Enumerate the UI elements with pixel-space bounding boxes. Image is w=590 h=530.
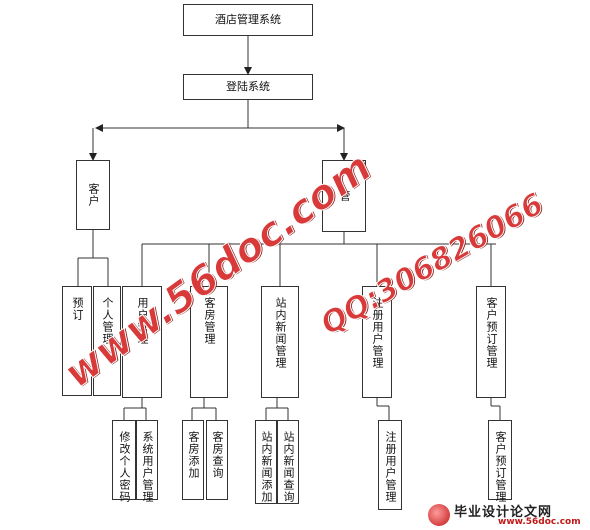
logo-title: 毕业设计论文网 — [454, 505, 553, 520]
node-label: 修改个人密码 — [118, 431, 131, 503]
node-customer: 客户 — [76, 160, 110, 230]
node-label: 个人管理 — [101, 297, 114, 345]
node-registered-user-management: 注册用户管理 — [362, 286, 392, 398]
node-label: 酒店管理系统 — [215, 13, 281, 26]
node-room-management: 客房管理 — [190, 286, 228, 398]
node-room-add: 客房添加 — [182, 420, 204, 500]
node-label: 系统用户管理 — [141, 431, 154, 503]
node-label: 客房查询 — [211, 431, 224, 479]
node-user-management: 用户管理 — [122, 286, 162, 398]
node-hotel-management-system: 酒店管理系统 — [183, 4, 313, 36]
node-label: 站内新闻管理 — [274, 297, 287, 369]
node-customer-booking-management-leaf: 客户预订管理 — [488, 420, 512, 503]
node-label: 注册用户管理 — [384, 431, 397, 503]
node-room-query: 客房查询 — [206, 420, 228, 500]
site-logo: 毕业设计论文网 www.56doc.com — [424, 500, 590, 530]
node-label: 管 — [338, 190, 351, 202]
node-booking: 预订 — [62, 286, 92, 396]
node-label: 站内新闻查询 — [282, 431, 295, 503]
node-label: 客户预订管理 — [485, 297, 498, 369]
node-label: 站内新闻添加 — [260, 431, 273, 503]
node-label: 预订 — [71, 297, 84, 321]
node-login-system: 登陆系统 — [183, 74, 313, 100]
node-label: 客户 — [87, 183, 100, 207]
logo-emblem-icon — [428, 504, 450, 526]
node-news-add: 站内新闻添加 — [255, 420, 277, 504]
node-label: 登陆系统 — [226, 80, 270, 93]
node-news-management: 站内新闻管理 — [261, 286, 299, 398]
node-label: 客房添加 — [187, 431, 200, 479]
node-label: 用户管理 — [136, 297, 149, 345]
logo-url: www.56doc.com — [498, 517, 581, 527]
node-label: 客房管理 — [203, 297, 216, 345]
node-change-password: 修改个人密码 — [112, 420, 136, 503]
node-label: 客户预订管理 — [494, 431, 507, 503]
node-admin: 管 — [322, 160, 366, 232]
node-label: 注册用户管理 — [371, 297, 384, 369]
node-news-query: 站内新闻查询 — [277, 420, 299, 504]
node-system-user-management: 系统用户管理 — [136, 420, 158, 503]
node-registered-user-management-leaf: 注册用户管理 — [378, 420, 402, 510]
node-personal-management: 个人管理 — [93, 286, 121, 396]
node-customer-booking-management: 客户预订管理 — [476, 286, 506, 398]
